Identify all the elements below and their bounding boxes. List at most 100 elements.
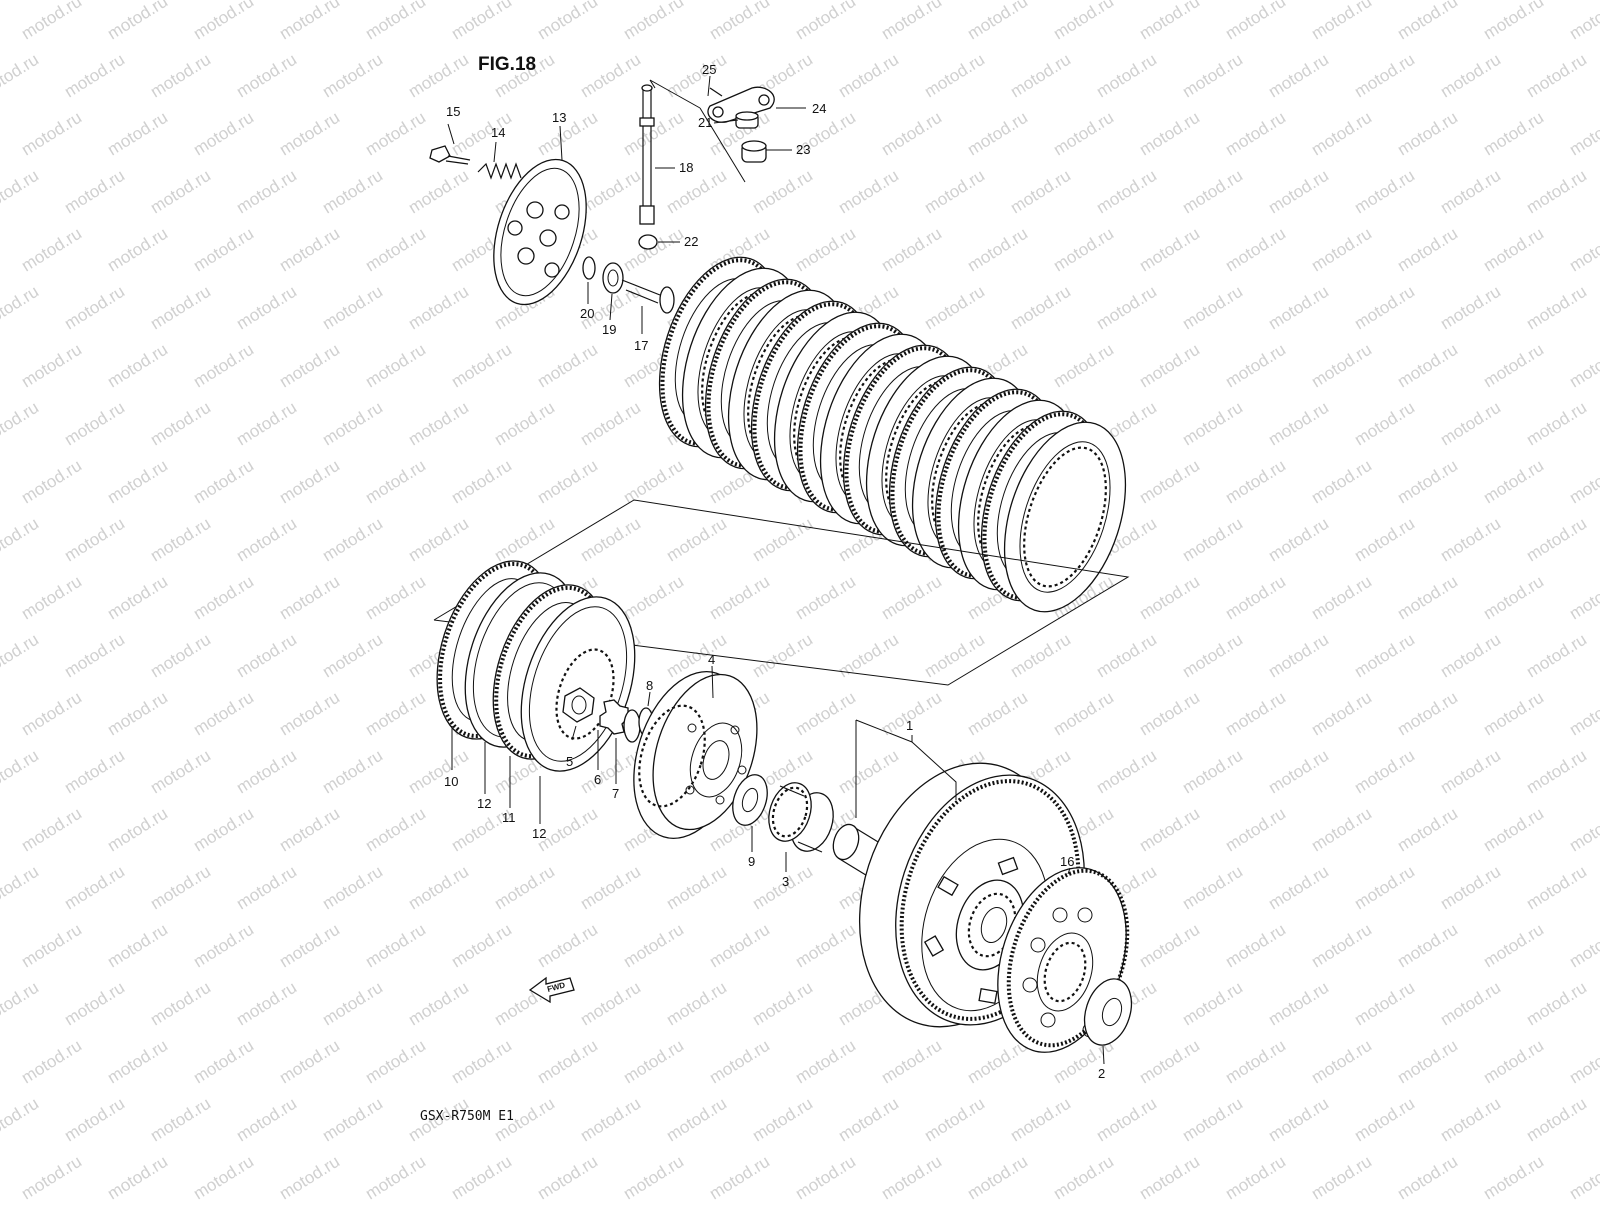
watermark-text: motod.ru [706, 572, 773, 624]
watermark-text: motod.ru [663, 862, 730, 914]
pin-part-25 [709, 87, 723, 97]
watermark-text: motod.ru [18, 1036, 85, 1088]
watermark-text: motod.ru [534, 1152, 601, 1200]
watermark-text: motod.ru [1050, 688, 1117, 740]
nut-part-5 [562, 687, 595, 723]
watermark-text: motod.ru [147, 1094, 214, 1146]
watermark-text: motod.ru [276, 920, 343, 972]
watermark-text: motod.ru [190, 0, 257, 43]
callout-4: 4 [708, 652, 715, 667]
watermark-text: motod.ru [620, 0, 687, 43]
watermark-text: motod.ru [1351, 514, 1418, 566]
watermark-text: motod.ru [835, 746, 902, 798]
watermark-text: motod.ru [319, 746, 386, 798]
callout-11: 11 [502, 810, 516, 825]
callout-24: 24 [812, 101, 826, 116]
watermark-text: motod.ru [0, 1094, 42, 1146]
watermark-text: motod.ru [1480, 688, 1547, 740]
watermark-text: motod.ru [190, 108, 257, 160]
watermark-text: motod.ru [405, 978, 472, 1030]
watermark-text: motod.ru [1179, 50, 1246, 102]
watermark-text: motod.ru [18, 0, 85, 43]
watermark-text: motod.ru [276, 804, 343, 856]
watermark-text: motod.ru [1222, 688, 1289, 740]
watermark-text: motod.ru [18, 1152, 85, 1200]
forward-direction-icon: FWD [528, 976, 575, 1004]
watermark-text: motod.ru [534, 456, 601, 508]
watermark-text: motod.ru [1308, 1036, 1375, 1088]
watermark-text: motod.ru [448, 456, 515, 508]
watermark-text: motod.ru [61, 746, 128, 798]
watermark-text: motod.ru [276, 688, 343, 740]
watermark-text: motod.ru [233, 514, 300, 566]
watermark-text: motod.ru [18, 108, 85, 160]
watermark-text: motod.ru [792, 572, 859, 624]
watermark-text: motod.ru [1394, 1036, 1461, 1088]
watermark-text: motod.ru [577, 862, 644, 914]
callout-3: 3 [782, 874, 789, 889]
watermark-text: motod.ru [620, 456, 687, 508]
watermark-text: motod.ru [792, 920, 859, 972]
push-rod-part-18 [639, 84, 655, 225]
watermark-text: motod.ru [61, 282, 128, 334]
watermark-text: motod.ru [1394, 572, 1461, 624]
watermark-text: motod.ru [964, 108, 1031, 160]
watermark-text: motod.ru [1523, 862, 1590, 914]
spacer [832, 823, 896, 883]
watermark-text: motod.ru [190, 804, 257, 856]
watermark-text: motod.ru [362, 1152, 429, 1200]
watermark-text: motod.ru [319, 1094, 386, 1146]
watermark-text: motod.ru [104, 572, 171, 624]
watermark-text: motod.ru [878, 108, 945, 160]
watermark-text: motod.ru [620, 108, 687, 160]
watermark-text: motod.ru [1566, 804, 1600, 856]
watermark-text: motod.ru [1179, 282, 1246, 334]
watermark-text: motod.ru [61, 166, 128, 218]
watermark-text: motod.ru [1523, 398, 1590, 450]
watermark-text: motod.ru [1480, 804, 1547, 856]
watermark-text: motod.ru [706, 1036, 773, 1088]
needle-bearing-part-3 [768, 782, 834, 853]
watermark-text: motod.ru [1265, 50, 1332, 102]
watermark-text: motod.ru [1437, 630, 1504, 682]
watermark-text: motod.ru [319, 862, 386, 914]
watermark-text: motod.ru [1265, 282, 1332, 334]
watermark-text: motod.ru [104, 0, 171, 43]
watermark-text: motod.ru [1480, 108, 1547, 160]
watermark-text: motod.ru [620, 920, 687, 972]
watermark-text: motod.ru [405, 514, 472, 566]
watermark-text: motod.ru [620, 1152, 687, 1200]
watermark-text: motod.ru [1437, 514, 1504, 566]
watermark-text: motod.ru [620, 572, 687, 624]
watermark-text: motod.ru [61, 398, 128, 450]
watermark-text: motod.ru [0, 166, 42, 218]
watermark-text: motod.ru [104, 1152, 171, 1200]
watermark-text: motod.ru [749, 630, 816, 682]
callout-15: 15 [446, 104, 460, 119]
watermark-text: motod.ru [1136, 688, 1203, 740]
oil-seal-part-21 [735, 111, 759, 129]
watermark-text: motod.ru [1480, 572, 1547, 624]
watermark-text: motod.ru [61, 630, 128, 682]
watermark-text: motod.ru [1136, 0, 1203, 43]
watermark-text: motod.ru [1050, 1152, 1117, 1200]
bearing-part-19 [602, 262, 624, 294]
watermark-text: motod.ru [1265, 746, 1332, 798]
watermark-text: motod.ru [190, 456, 257, 508]
watermark-text: motod.ru [491, 862, 558, 914]
watermark-text: motod.ru [1437, 862, 1504, 914]
watermark-text: motod.ru [663, 978, 730, 1030]
watermark-text: motod.ru [1308, 456, 1375, 508]
watermark-text: motod.ru [1136, 456, 1203, 508]
watermark-text: motod.ru [147, 978, 214, 1030]
watermark-text: motod.ru [1523, 514, 1590, 566]
watermark-text: motod.ru [362, 456, 429, 508]
watermark-text: motod.ru [1222, 1152, 1289, 1200]
watermark-text: motod.ru [792, 688, 859, 740]
figure-title: FIG.18 [478, 54, 536, 75]
watermark-text: motod.ru [792, 1036, 859, 1088]
watermark-text: motod.ru [233, 50, 300, 102]
watermark-text: motod.ru [1437, 398, 1504, 450]
watermark-text: motod.ru [1093, 1094, 1160, 1146]
watermark-text: motod.ru [104, 688, 171, 740]
